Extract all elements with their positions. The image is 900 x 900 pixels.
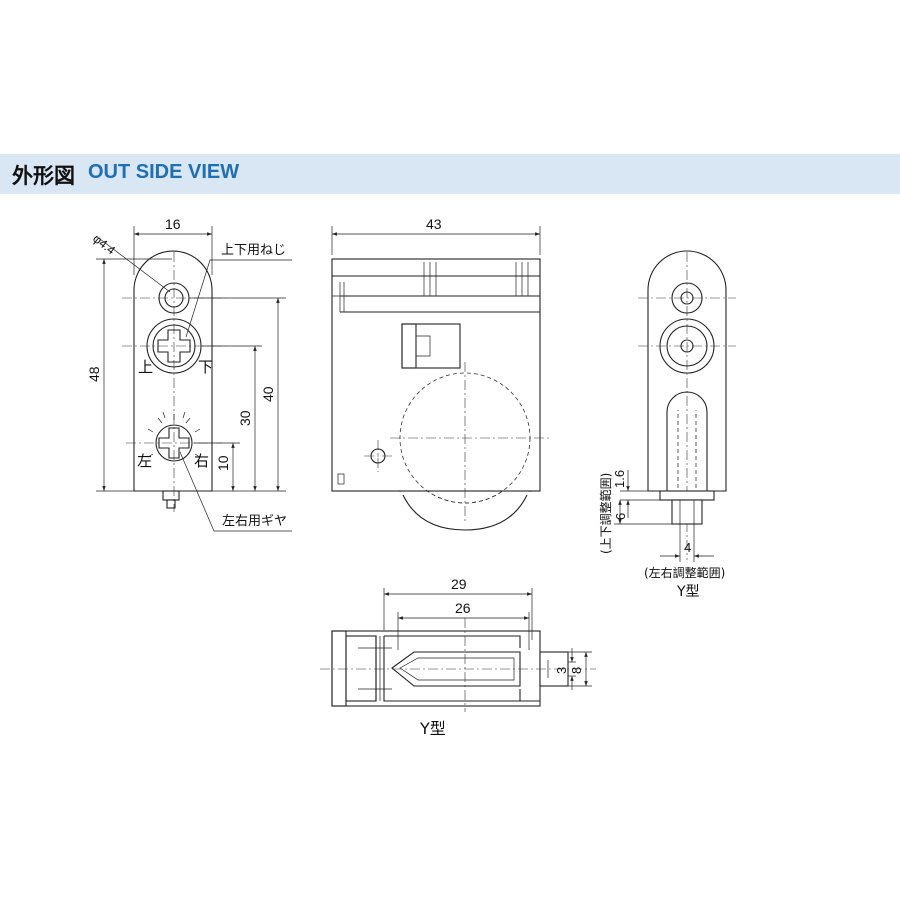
label-type-y-bottom: Y型 [419, 719, 446, 738]
gear-teeth [147, 411, 201, 458]
section-title-jp: 外形図 [12, 164, 75, 188]
label-left: 左 [137, 452, 152, 470]
front-view: 上 下 左 右 16 48 φ4.4 40 30 10 上下用ねじ [86, 216, 292, 532]
dim-6: 6 [613, 513, 628, 520]
label-updown-screw: 上下用ねじ [221, 243, 286, 258]
dim-phi: φ4.4 [90, 231, 118, 257]
dim-1-6: 1.6 [612, 470, 627, 488]
label-up: 上 [138, 358, 153, 376]
section-header: 外形図 OUT SIDE VIEW [0, 154, 900, 194]
label-down: 下 [198, 358, 213, 376]
dim-10: 10 [215, 455, 231, 471]
section-title-en: OUT SIDE VIEW [88, 161, 240, 183]
dim-40: 40 [260, 386, 276, 402]
label-lr-gear: 左右用ギヤ [222, 514, 287, 529]
side-view: 43 [331, 216, 552, 531]
bottom-view: 29 26 3 8 Y型 [320, 576, 596, 738]
label-updown-range: (上下調整範囲) [598, 473, 613, 554]
dim-48: 48 [86, 366, 102, 382]
end-view: 1.6 6 (上下調整範囲) 4 (左右調整範囲) Y型 [598, 250, 736, 600]
dim-26: 26 [455, 600, 471, 616]
label-right: 右 [194, 452, 209, 470]
dim-43: 43 [426, 216, 442, 232]
dim-30: 30 [237, 410, 253, 426]
dim-8: 8 [569, 667, 584, 674]
dim-29: 29 [451, 576, 467, 592]
dim-3: 3 [554, 667, 569, 674]
dim-16: 16 [165, 216, 181, 232]
label-type-y-side: Y型 [676, 584, 700, 600]
dim-4: 4 [684, 540, 691, 555]
label-lr-range: (左右調整範囲) [644, 565, 725, 580]
